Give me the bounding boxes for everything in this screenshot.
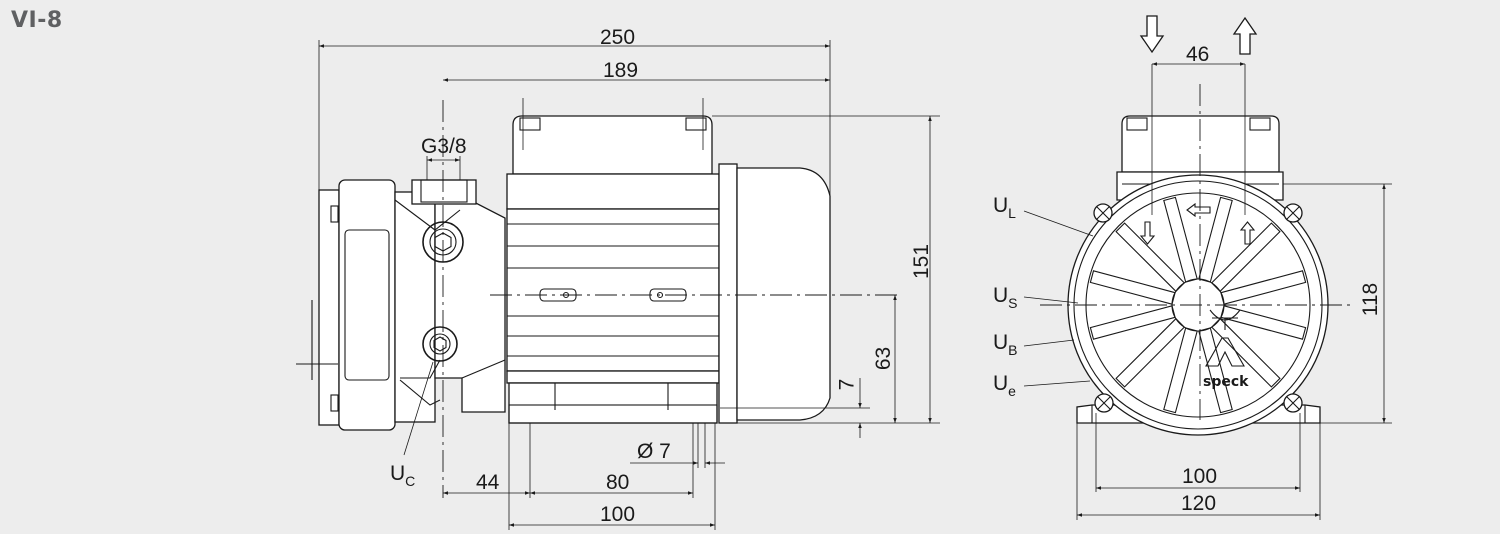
us-leader bbox=[1023, 296, 1079, 304]
model-title: VI-8 bbox=[11, 8, 63, 33]
dim-foot-thickness: 7 bbox=[835, 379, 858, 391]
outlet-arrow-icon bbox=[1232, 16, 1258, 55]
front-extension-lines bbox=[1076, 183, 1392, 520]
fan-rib bbox=[1115, 222, 1186, 293]
front-view: speck bbox=[993, 15, 1392, 520]
dim-port-spacing: 46 bbox=[1186, 43, 1209, 66]
ub-leader bbox=[1023, 339, 1075, 347]
screw-icon bbox=[1094, 393, 1114, 413]
fan-rib bbox=[1163, 196, 1198, 283]
dim-head-height: 118 bbox=[1359, 283, 1382, 316]
label-ub: UB bbox=[993, 331, 1018, 358]
fan-rib bbox=[1220, 305, 1307, 340]
dim-motor-length: 189 bbox=[603, 59, 638, 82]
dim-overall-length: 250 bbox=[600, 26, 635, 49]
outlet-arrow-icon bbox=[1239, 221, 1256, 245]
rotation-arrow-icon bbox=[1186, 202, 1211, 218]
fan-rib bbox=[1220, 270, 1307, 305]
speck-logo: speck bbox=[1203, 309, 1249, 390]
dim-total-height: 151 bbox=[910, 244, 933, 279]
pump-head bbox=[296, 179, 506, 431]
uc-leader bbox=[403, 361, 434, 456]
dim-foot-hole-spacing: 80 bbox=[606, 471, 629, 494]
label-us: US bbox=[993, 284, 1018, 311]
motor-body bbox=[506, 115, 831, 424]
fan-rib bbox=[1089, 270, 1176, 305]
dimension-lines bbox=[319, 44, 932, 527]
fan-rib bbox=[1210, 317, 1281, 388]
dim-foot-width-holes: 100 bbox=[1182, 465, 1217, 488]
dim-shaft-height: 63 bbox=[872, 347, 895, 370]
dim-port-thread: G3/8 bbox=[421, 135, 467, 158]
inlet-arrow-icon bbox=[1139, 221, 1156, 245]
extension-lines bbox=[318, 40, 940, 530]
inlet-arrow-icon bbox=[1139, 15, 1165, 54]
ue-leader bbox=[1023, 380, 1091, 387]
fan-rib bbox=[1198, 327, 1233, 414]
label-uc: UC bbox=[390, 462, 415, 489]
fan-rib bbox=[1089, 305, 1176, 340]
dim-pump-to-foot: 44 bbox=[476, 471, 500, 494]
dim-bolt-hole: Ø 7 bbox=[637, 440, 671, 463]
side-view: 250 189 G3/8 151 63 7 Ø 7 44 80 100 UC bbox=[296, 26, 940, 530]
screw-icon bbox=[1283, 393, 1303, 413]
label-ul: UL bbox=[993, 194, 1016, 221]
corner-screws bbox=[1093, 203, 1303, 413]
ul-leader bbox=[1023, 210, 1094, 237]
dim-foot-length: 100 bbox=[600, 503, 635, 526]
svg-text:speck: speck bbox=[1203, 374, 1249, 390]
label-ue: Ue bbox=[993, 372, 1016, 399]
front-dimension-lines bbox=[1077, 62, 1386, 517]
fan-rib bbox=[1163, 327, 1198, 414]
dim-foot-width-total: 120 bbox=[1181, 492, 1216, 515]
screw-icon bbox=[1093, 203, 1113, 223]
fan-rib bbox=[1198, 196, 1233, 283]
fan-rib bbox=[1115, 317, 1186, 388]
screw-icon bbox=[1283, 203, 1303, 223]
fan-rib bbox=[1210, 222, 1281, 293]
fan-ribs bbox=[1089, 196, 1307, 414]
